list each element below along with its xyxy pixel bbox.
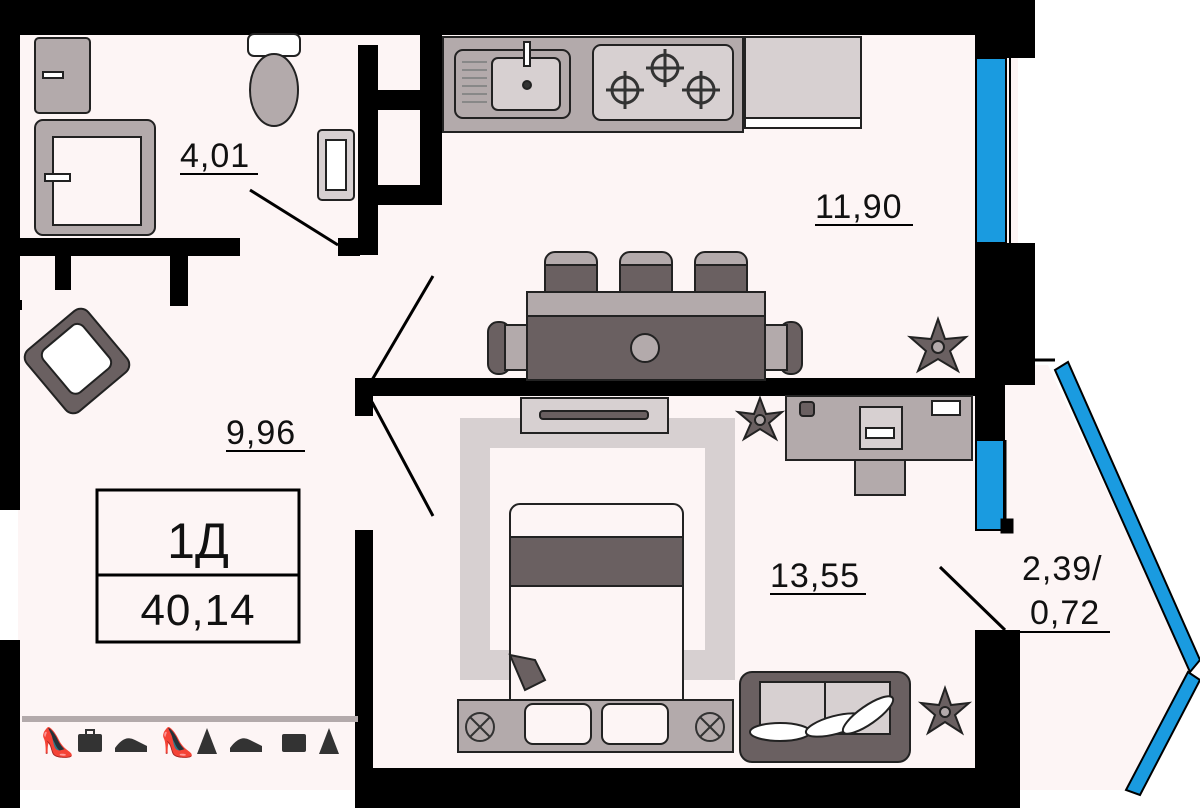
burner-icon xyxy=(606,49,720,109)
plant-icon xyxy=(917,684,973,736)
svg-text:👠: 👠 xyxy=(160,725,195,759)
kitchen-window xyxy=(975,57,1007,244)
svg-text:👠: 👠 xyxy=(40,725,75,759)
bathroom-fixtures xyxy=(34,33,355,236)
balcony-glazing xyxy=(1053,360,1200,674)
bedroom-area-label: 13,55 xyxy=(770,557,860,595)
walls xyxy=(0,0,1035,808)
plant-icon xyxy=(734,395,786,442)
bed xyxy=(457,503,734,753)
shoe-rack xyxy=(22,716,358,722)
bathroom-area-label: 4,01 xyxy=(180,137,250,175)
unit-total-area-label: 40,14 xyxy=(140,586,255,635)
sofa xyxy=(739,671,911,763)
kitchen-fixtures xyxy=(442,36,969,381)
armchair xyxy=(23,307,131,415)
unit-info-box xyxy=(95,488,301,644)
bedroom-furniture xyxy=(457,395,973,763)
fridge xyxy=(744,36,862,121)
toilet-icon xyxy=(247,33,301,127)
desk-chair xyxy=(854,459,906,496)
bed-headboard xyxy=(457,699,734,753)
balcony-area-label-2: 0,72 xyxy=(1030,594,1100,632)
dining-set xyxy=(487,251,803,381)
hallway-furniture: 👠 👠 xyxy=(22,307,358,759)
shoe-icon: 👠 👠 xyxy=(40,725,339,759)
unit-type-label: 1Д xyxy=(167,513,229,569)
kitchen-area-label: 11,90 xyxy=(815,188,903,226)
door-swings xyxy=(249,188,1055,632)
hallway-area-label: 9,96 xyxy=(226,414,296,452)
windows xyxy=(975,57,1200,797)
bedroom-window xyxy=(975,439,1005,531)
area-labels: 4,01 11,90 9,96 13,55 2,39/ 0,72 1Д 40,1… xyxy=(140,137,1110,635)
balcony-area-label: 2,39/ xyxy=(1022,550,1103,588)
plant-icon xyxy=(907,315,969,374)
